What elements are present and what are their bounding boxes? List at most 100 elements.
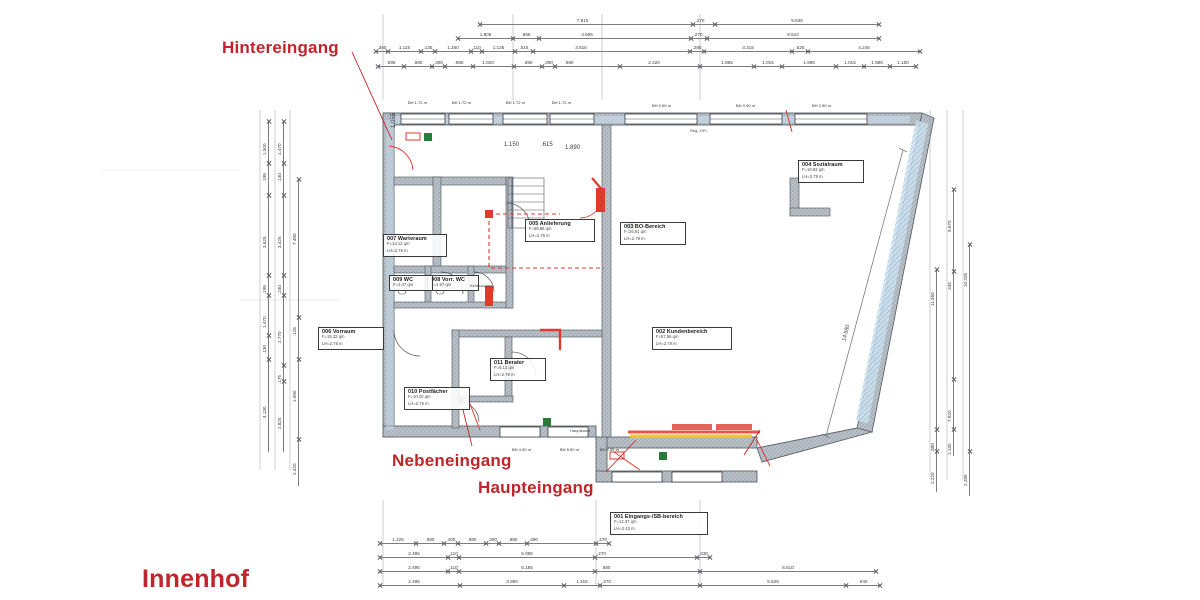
dimension-tick	[704, 36, 709, 41]
dimension-tick	[552, 64, 557, 69]
dimension-value: 1.090	[292, 390, 297, 403]
dimension-value: .130	[262, 345, 267, 354]
dimension-tick	[281, 273, 286, 278]
sozialraum-niche	[789, 177, 831, 217]
dimension-value: 5.095	[521, 551, 533, 556]
dimension-tick	[887, 64, 892, 69]
dimension-tick	[779, 64, 784, 69]
dimension-tick	[951, 427, 956, 432]
dimension-value: 2.285	[963, 474, 968, 487]
dimension-tick	[934, 267, 939, 272]
dimension-value: 4.130	[262, 406, 267, 419]
dimension-tick	[442, 64, 447, 69]
dimension-value: .195	[262, 173, 267, 182]
inline-dimension: 1.890	[565, 145, 581, 151]
dimension-tick	[694, 555, 699, 560]
dimension-tick	[951, 269, 956, 274]
dimension-tick	[281, 193, 286, 198]
dimension-tick	[617, 64, 622, 69]
window-tag: BH 0.00 m	[652, 103, 671, 108]
window-tag: BH 1.72 m	[408, 100, 427, 105]
dimension-value: .110	[449, 565, 458, 570]
dimension-tick	[917, 49, 922, 54]
dimension-tick	[530, 49, 535, 54]
dimension-tick	[712, 22, 717, 27]
window-tag: BH 1.72 m	[452, 100, 471, 105]
dimension-value: 7.520	[947, 410, 952, 423]
dimension-tick	[967, 242, 972, 247]
dimension-tick	[843, 583, 848, 588]
room-area: F=1.97 qm	[431, 282, 452, 288]
dimension-value: 1.225	[392, 537, 404, 542]
window-tag: BH 1.72 m	[506, 100, 525, 105]
dimension-value: 2.495	[408, 551, 420, 556]
dimension-tick	[479, 49, 484, 54]
dimension-line	[936, 270, 937, 492]
dimension-value: 1.115	[398, 45, 411, 50]
dimension-tick	[593, 541, 598, 546]
annotation-haupteingang: Haupteingang	[478, 478, 594, 497]
dimension-value: 2.495	[408, 579, 420, 584]
dimension-value: 3.315	[742, 45, 754, 50]
haupteingang-leader	[605, 439, 637, 473]
dimension-value: 6.510	[782, 565, 794, 570]
dimension-tick	[951, 377, 956, 382]
dimension-tick	[789, 49, 794, 54]
dimension-tick	[873, 569, 878, 574]
dimension-value: 11.350	[930, 292, 935, 306]
room-name: 006 Vorraum	[322, 329, 356, 335]
dimension-tick	[457, 583, 462, 588]
room-height: LH=2.42 m	[614, 526, 635, 532]
dimension-tick	[913, 64, 918, 69]
dimension-line	[380, 585, 880, 586]
dimension-value: .390	[434, 60, 443, 65]
dimension-tick	[281, 119, 286, 124]
dimension-value: 1.015	[762, 60, 774, 65]
room-area: F=6.13 qm	[494, 365, 515, 371]
room-area: F=55.86 qm	[529, 226, 552, 232]
dimension-tick	[951, 187, 956, 192]
room-height: LH=2.79 m	[624, 236, 645, 242]
dimension-value: 3.615	[575, 45, 587, 50]
dimension-tick	[281, 379, 286, 384]
dimension-tick	[296, 315, 301, 320]
dimension-tick	[592, 555, 597, 560]
window-tag: BH 1.72 m	[552, 100, 571, 105]
dimension-tick	[536, 36, 541, 41]
dimension-tick	[688, 36, 693, 41]
dimension-value: 7.480	[292, 233, 297, 246]
dimension-value: 1.180	[897, 60, 909, 65]
dimension-line	[380, 543, 609, 544]
dimension-value: .390	[488, 537, 497, 542]
dimension-tick	[266, 273, 271, 278]
room-height: LH=2.76 m	[387, 248, 408, 254]
dimension-tick	[281, 363, 286, 368]
dimension-tick	[432, 49, 437, 54]
dimension-tick	[468, 49, 473, 54]
interior-walls	[393, 124, 612, 438]
room-height: LH=2.76 m	[322, 341, 343, 347]
dimension-tick	[511, 64, 516, 69]
dimension-value: .140	[277, 173, 282, 182]
dimension-value: .390	[529, 537, 538, 542]
bottom-openings	[499, 426, 723, 483]
dimension-value: .865	[521, 32, 531, 37]
dimension-line	[480, 24, 879, 25]
dimension-value: 1.250	[447, 45, 459, 50]
stair-symbol	[507, 177, 545, 229]
dimension-tick	[687, 49, 692, 54]
dimension-tick	[296, 437, 301, 442]
dimension-tick	[697, 64, 702, 69]
dimension-tick	[934, 427, 939, 432]
inline-dimension: 1.150	[504, 142, 520, 148]
dimension-tick	[470, 64, 475, 69]
dimension-value: 1.020	[482, 60, 494, 65]
dimension-tick	[606, 541, 611, 546]
dimension-tick	[697, 569, 702, 574]
room-name: 001 Eingangs-/SB-bereich	[614, 514, 683, 520]
room-name: 005 Anlieferung	[529, 221, 571, 227]
